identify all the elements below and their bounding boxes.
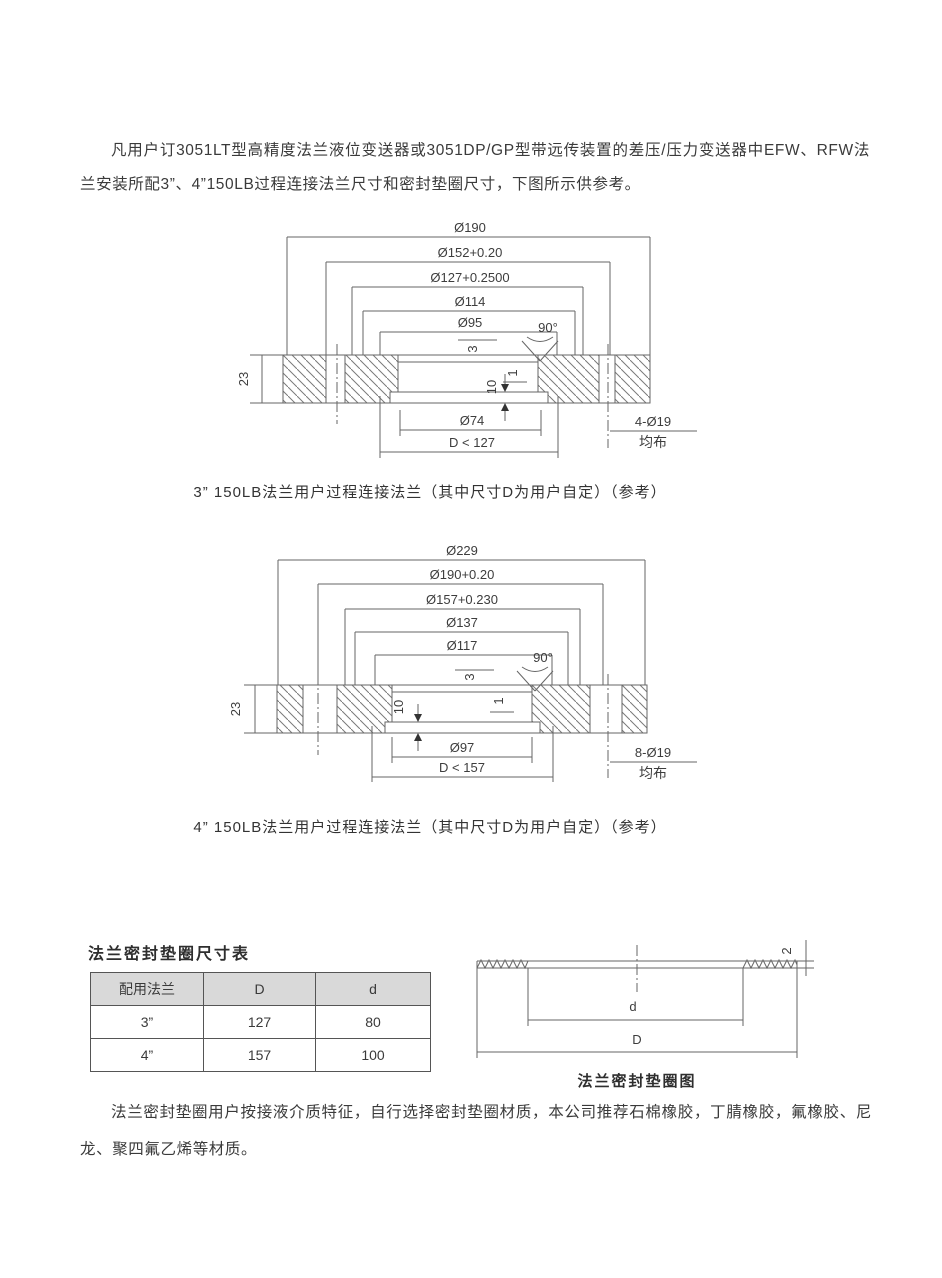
- flange-drawing-3inch: Ø190 Ø152+0.20 Ø127+0.2500 Ø114 Ø95 90° …: [236, 220, 697, 458]
- dim-label-d152: Ø152+0.20: [438, 245, 503, 260]
- gasket-size-table: 配用法兰 D d 3” 127 80 4” 157 100: [90, 972, 431, 1072]
- cell-flange-4: 4”: [90, 1038, 204, 1072]
- dim-label-bore: Ø74: [460, 413, 485, 428]
- footer-paragraph: 法兰密封垫圈用户按接液介质特征，自行选择密封垫圈材质，本公司推荐石棉橡胶，丁腈橡…: [80, 1104, 872, 1158]
- dim-label-step: 3: [462, 673, 477, 680]
- col-header-flange: 配用法兰: [90, 972, 204, 1006]
- dim-label-d127: Ø127+0.2500: [430, 270, 509, 285]
- dim-label-d95: Ø95: [458, 315, 483, 330]
- intro-paragraph: 凡用户订3051LT型高精度法兰液位变送器或3051DP/GP型带远传装置的差压…: [80, 142, 870, 193]
- dim-label-bolt-holes: 8-Ø19: [635, 745, 671, 760]
- dim-label-d157: Ø157+0.230: [426, 592, 498, 607]
- cell-D-3: 127: [203, 1005, 316, 1039]
- table-header-row: 配用法兰 D d: [90, 972, 431, 1006]
- dim-label-angle: 90°: [538, 320, 558, 335]
- dim-label-d190t: Ø190+0.20: [430, 567, 495, 582]
- col-header-D: D: [203, 972, 316, 1006]
- dim-label-bolt-holes: 4-Ø19: [635, 414, 671, 429]
- dim-label-d137: Ø137: [446, 615, 478, 630]
- table-row: 3” 127 80: [90, 1005, 431, 1039]
- dim-label-depth: 10: [391, 700, 406, 714]
- flange-drawing-4inch: Ø229 Ø190+0.20 Ø157+0.230 Ø137 Ø117 90° …: [228, 543, 697, 782]
- dim-label-user-dia: D < 157: [439, 760, 485, 775]
- dim-label-user-dia: D < 127: [449, 435, 495, 450]
- dim-label-bolt-note: 均布: [639, 765, 667, 781]
- dim-label-gap: 1: [491, 697, 506, 704]
- gasket-diagram: d D 2: [476, 940, 814, 1058]
- dim-label-step: 3: [465, 345, 480, 352]
- dim-label-d114: Ø114: [455, 294, 486, 309]
- table-row: 4” 157 100: [90, 1038, 431, 1072]
- dim-label-thickness: 23: [236, 372, 251, 386]
- cell-flange-3: 3”: [90, 1005, 204, 1039]
- dim-label-gap: 1: [505, 369, 520, 376]
- gasket-label-thickness: 2: [779, 947, 794, 954]
- dim-label-d229: Ø229: [446, 543, 478, 558]
- drawing2-caption: 4” 150LB法兰用户过程连接法兰（其中尺寸D为用户自定）（参考）: [193, 819, 667, 836]
- gasket-label-d: d: [629, 999, 636, 1014]
- dim-label-thickness: 23: [228, 702, 243, 716]
- dim-label-angle: 90°: [533, 650, 553, 665]
- col-header-d: d: [315, 972, 431, 1006]
- dim-label-depth: 10: [484, 380, 499, 394]
- dim-label-d190: Ø190: [454, 220, 486, 235]
- gasket-table-title: 法兰密封垫圈尺寸表: [88, 946, 251, 963]
- cell-D-4: 157: [203, 1038, 316, 1072]
- dim-label-bolt-note: 均布: [639, 434, 667, 450]
- dim-label-d117: Ø117: [447, 638, 478, 653]
- cell-d-3: 80: [315, 1005, 431, 1039]
- drawing1-caption: 3” 150LB法兰用户过程连接法兰（其中尺寸D为用户自定）（参考）: [193, 484, 667, 501]
- dim-label-bore: Ø97: [450, 740, 475, 755]
- gasket-diagram-caption: 法兰密封垫圈图: [577, 1073, 697, 1090]
- gasket-label-D: D: [632, 1032, 641, 1047]
- cell-d-4: 100: [315, 1038, 431, 1072]
